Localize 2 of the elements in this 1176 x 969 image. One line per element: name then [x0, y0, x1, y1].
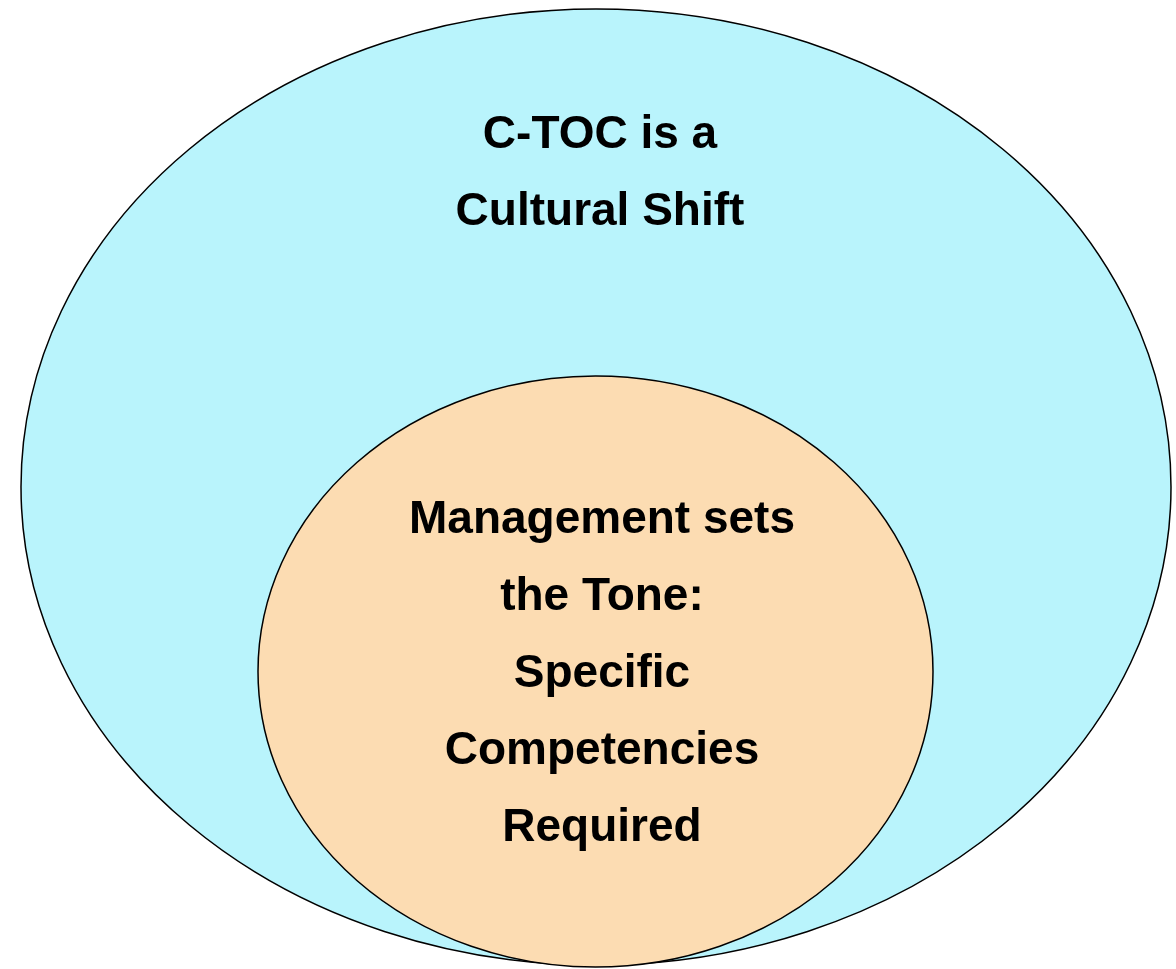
- body-text: Management sets the Tone: Specific Competencies Required: [408, 490, 796, 853]
- heading-text: C-TOC is a Cultural Shift: [454, 105, 746, 237]
